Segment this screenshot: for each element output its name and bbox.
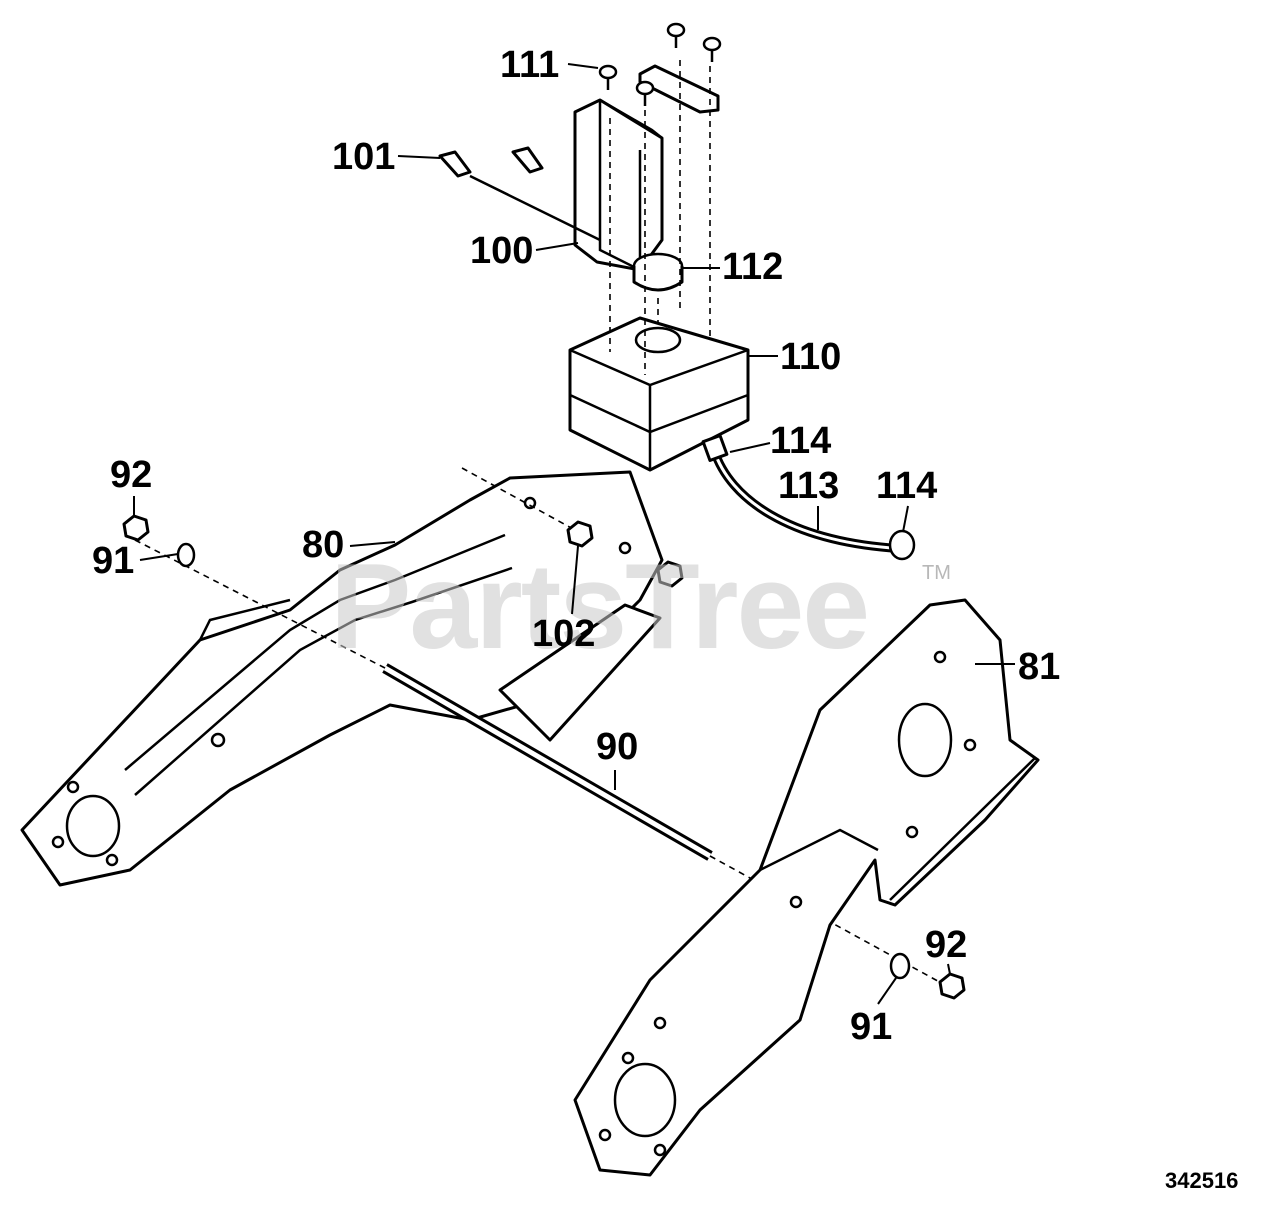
- callout-110: 110: [780, 336, 842, 378]
- fuel-line: [701, 434, 916, 561]
- callout-92-left: 92: [110, 454, 153, 496]
- trademark-mark: TM: [922, 562, 951, 584]
- callout-100: 100: [470, 230, 534, 272]
- hardware-nuts-washers: [122, 514, 966, 1000]
- watermark: PartsTree: [330, 538, 870, 674]
- right-handle: [573, 598, 1040, 1177]
- drawing-number: 342516: [1165, 1168, 1239, 1193]
- fuel-tank: [568, 60, 750, 472]
- callout-91-left: 91: [92, 540, 135, 582]
- callout-81: 81: [1018, 646, 1061, 688]
- callout-112: 112: [722, 246, 784, 288]
- callout-91-right: 91: [850, 1006, 893, 1048]
- callout-111: 111: [500, 44, 560, 86]
- callout-90: 90: [596, 726, 639, 768]
- callout-113: 113: [778, 465, 840, 507]
- callout-114-upper: 114: [770, 420, 832, 462]
- screws-111: [598, 22, 722, 106]
- bolts-101: [438, 146, 601, 242]
- fuel-cap: [632, 252, 684, 330]
- left-handle: [20, 470, 664, 887]
- callout-92-right: 92: [925, 924, 968, 966]
- callout-102: 102: [532, 613, 596, 655]
- callout-80: 80: [302, 524, 345, 566]
- callout-101: 101: [332, 136, 396, 178]
- callout-114-lower: 114: [876, 465, 938, 507]
